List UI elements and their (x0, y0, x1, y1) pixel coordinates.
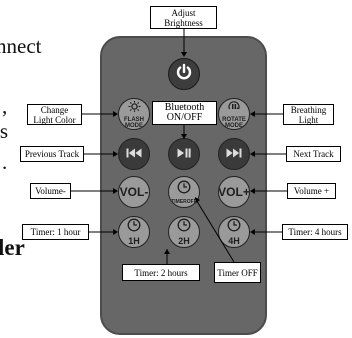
background-text-ts: ts (0, 119, 9, 143)
power-button[interactable] (168, 58, 200, 90)
volume-plus-callout: Volume + (287, 183, 336, 199)
clock-icon (127, 218, 141, 237)
change-light-color-line2: Light Color (33, 114, 76, 125)
change-light-color-callout: Change Light Color (27, 104, 82, 125)
rotate-label-line1: ROTATE (222, 117, 246, 123)
play-pause-icon (177, 145, 191, 163)
timer-2h-label: 2H (178, 236, 190, 246)
timer-2h-button[interactable]: 2H (168, 216, 200, 248)
adjust-brightness-line2: Brightness (164, 17, 203, 28)
volume-down-button[interactable]: VOL- (118, 176, 150, 208)
power-icon (175, 63, 193, 86)
flash-label-line2: MODE (125, 123, 143, 129)
next-track-callout: Next Track (286, 146, 341, 162)
clock-icon (177, 218, 191, 237)
previous-track-callout: Previous Track (20, 146, 84, 162)
play-pause-button[interactable] (168, 138, 200, 170)
breathing-light-line2: Light (298, 114, 319, 125)
breathing-light-line1: Breathing (290, 104, 327, 115)
vol-plus-label: VOL+ (218, 185, 250, 199)
timer-1h-callout: Timer: 1 hour (22, 224, 89, 240)
rewind-icon (126, 145, 142, 163)
timer-4h-callout: Timer: 4 hours (282, 224, 348, 240)
background-text-period: . (2, 150, 8, 174)
clock-icon (227, 218, 241, 237)
bluetooth-line2: ON/OFF (166, 112, 203, 123)
change-light-color-line1: Change (40, 104, 69, 115)
clock-icon (177, 180, 191, 199)
timer-off-button[interactable]: TIMEROFF (168, 176, 200, 208)
timer-off-callout: Timer OFF (214, 262, 261, 283)
fast-forward-icon (226, 145, 242, 163)
bluetooth-line1: Bluetooth (164, 102, 205, 113)
pause-rotate-icon (227, 99, 241, 117)
vol-minus-label: VOL- (119, 185, 149, 199)
background-text-comma: , (2, 94, 8, 118)
adjust-brightness-callout: Adjust Brightness (150, 6, 217, 29)
timer-4h-label: 4H (228, 236, 240, 246)
rotate-label-line2: MODE (225, 123, 243, 129)
previous-track-button[interactable] (118, 138, 150, 170)
background-text-ler: ler (0, 235, 25, 260)
volume-minus-callout: Volume- (30, 183, 71, 199)
adjust-brightness-line1: Adjust (171, 7, 196, 18)
bluetooth-callout: Bluetooth ON/OFF (152, 101, 217, 125)
volume-up-button[interactable]: VOL+ (218, 176, 250, 208)
timer-1h-button[interactable]: 1H (118, 216, 150, 248)
flash-label-line1: FLASH (124, 117, 144, 123)
background-text-connect: nnect (0, 34, 42, 58)
sun-icon (128, 99, 141, 117)
timer-4h-button[interactable]: 4H (218, 216, 250, 248)
breathing-light-callout: Breathing Light (283, 104, 334, 125)
rotate-mode-button[interactable]: ROTATE MODE (218, 98, 250, 130)
timer-1h-label: 1H (128, 236, 140, 246)
next-track-button[interactable] (218, 138, 250, 170)
timer-off-label: TIMEROFF (171, 198, 197, 205)
flash-mode-button[interactable]: FLASH MODE (118, 98, 150, 130)
timer-2h-callout: Timer: 2 hours (122, 264, 200, 281)
